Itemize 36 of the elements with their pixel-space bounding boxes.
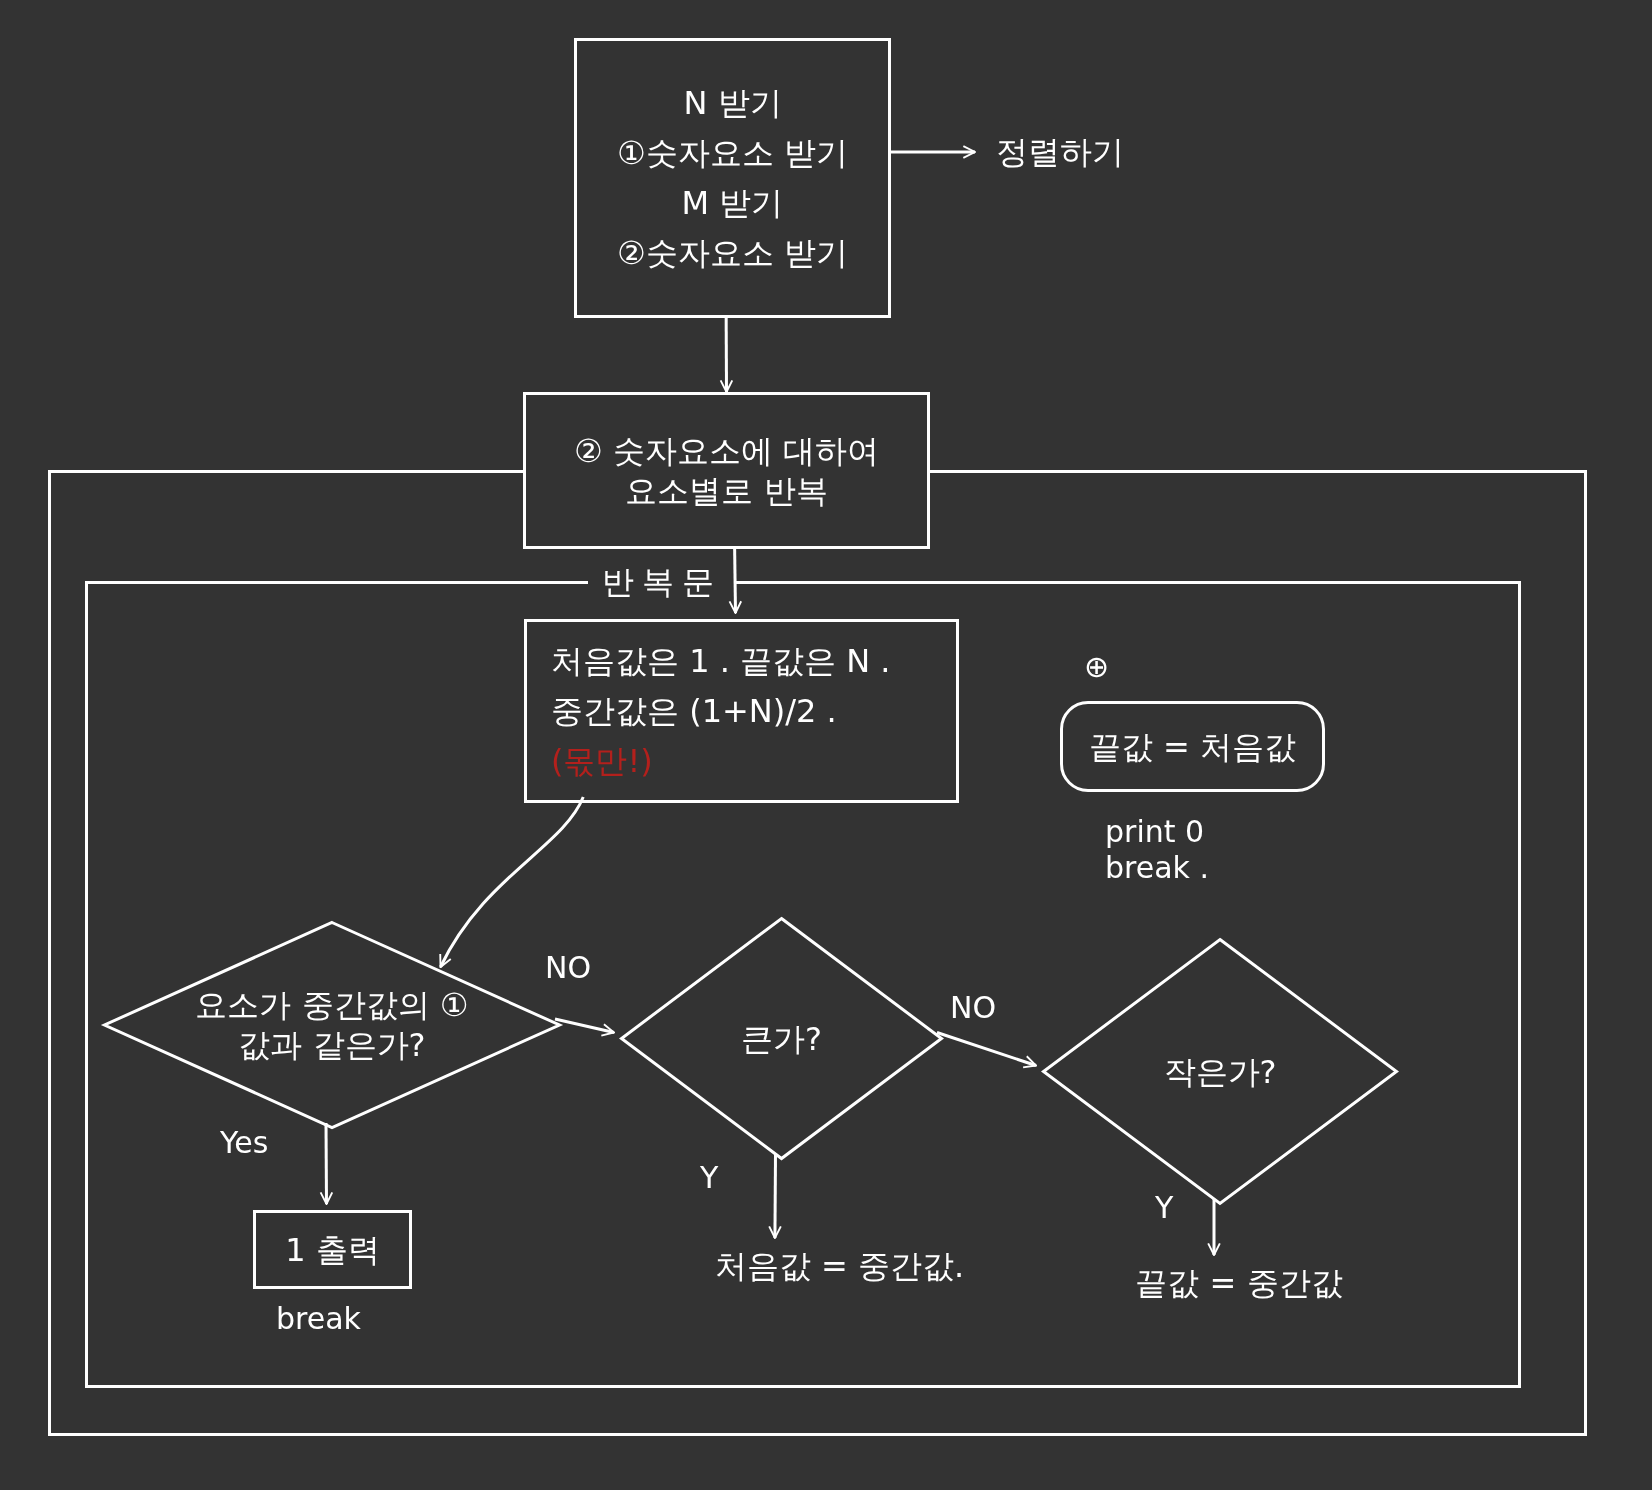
box-text: M 받기 — [681, 183, 784, 223]
edge-label: Y — [1155, 1190, 1174, 1226]
edge-label: Yes — [220, 1125, 269, 1161]
arrow — [439, 796, 585, 968]
arrow — [319, 1123, 334, 1205]
arrow — [891, 145, 976, 159]
arrow — [719, 318, 734, 393]
loop-frame — [48, 470, 1587, 1436]
note-text: print 0 break . — [1105, 814, 1210, 886]
box-text: ①숫자요소 받기 — [617, 133, 848, 173]
arrow — [768, 1154, 782, 1239]
arrow — [936, 1031, 1037, 1069]
arrow — [554, 1017, 615, 1037]
step-text: 정렬하기 — [975, 127, 1145, 177]
box-text: 1 출력 — [285, 1229, 380, 1270]
box-text: 중간값은 (1+N)/2 . — [551, 691, 837, 731]
process-box — [574, 38, 891, 318]
box-text: N 받기 — [683, 83, 782, 123]
decision-text: 작은가? — [1163, 1051, 1277, 1092]
box-text: 처음값은 1 . 끝값은 N . — [551, 641, 891, 681]
note-text: break — [276, 1301, 361, 1337]
decision-text: 요소가 중간값의 ①값과 같은가? — [194, 985, 470, 1065]
step-text: 처음값 = 중간값. — [702, 1244, 977, 1288]
process-box — [523, 392, 930, 549]
note-text: (몫만!) — [551, 741, 653, 781]
decision-text: 큰가? — [741, 1018, 822, 1059]
note-text: ⊕ — [1084, 649, 1110, 685]
edge-label: NO — [545, 950, 592, 986]
edge-label: Y — [700, 1160, 719, 1196]
box-text: ②숫자요소 받기 — [617, 233, 848, 273]
arrow — [1207, 1199, 1221, 1256]
arrow — [728, 548, 743, 614]
box-text: 끝값 = 처음값 — [1088, 726, 1297, 767]
edge-label: NO — [950, 990, 997, 1026]
process-box — [524, 619, 959, 803]
box-text: ② 숫자요소에 대하여 요소별로 반복 — [573, 430, 880, 511]
